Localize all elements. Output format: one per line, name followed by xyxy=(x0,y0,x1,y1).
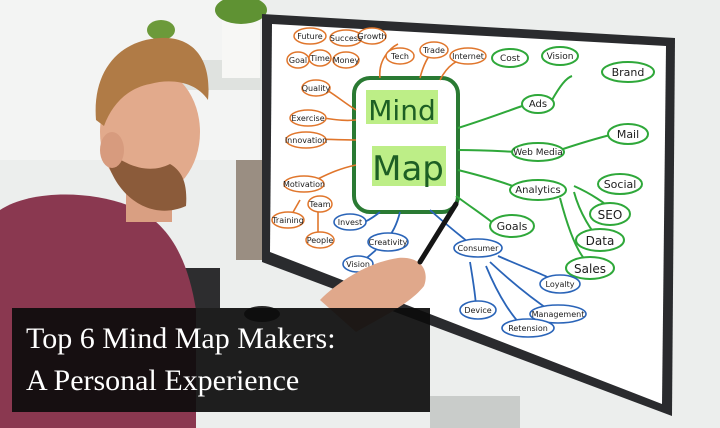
node-vision-blue: Vision xyxy=(346,260,370,269)
beard xyxy=(104,148,187,211)
node-creativity: Creativity xyxy=(369,238,408,247)
stylus-pen xyxy=(417,201,459,265)
monitor-stand xyxy=(430,396,520,428)
node-social: Social xyxy=(604,178,637,191)
caption-title-line-1: Top 6 Mind Map Makers: xyxy=(26,322,336,355)
center-label-mind: Mind xyxy=(368,94,435,127)
plant-right xyxy=(215,0,267,78)
node-data: Data xyxy=(586,234,615,248)
node-trade: Trade xyxy=(422,46,445,55)
node-growth: Growth xyxy=(358,32,387,41)
node-web-media: Web Media xyxy=(513,148,563,158)
caption-banner: Top 6 Mind Map Makers: A Personal Experi… xyxy=(12,308,430,412)
node-invest: Invest xyxy=(338,218,362,227)
green-node-shapes xyxy=(489,46,655,280)
blue-node-shapes xyxy=(333,213,587,338)
node-internet: Internet xyxy=(452,52,484,61)
node-future: Future xyxy=(297,32,323,41)
node-quality: Quality xyxy=(302,84,331,93)
node-seo: SEO xyxy=(598,208,623,222)
node-innovation: Innovation xyxy=(285,136,327,145)
mind-map: Mind Map xyxy=(271,27,655,338)
ear xyxy=(100,132,124,168)
hair xyxy=(95,37,209,126)
center-label-map: Map xyxy=(372,149,444,189)
highlight-map xyxy=(372,146,446,186)
node-ads: Ads xyxy=(529,99,547,110)
node-vision: Vision xyxy=(547,52,574,62)
node-goals: Goals xyxy=(497,220,528,233)
orange-node-shapes xyxy=(271,27,487,249)
node-sales: Sales xyxy=(574,262,606,276)
node-loyalty: Loyalty xyxy=(546,280,575,289)
node-goal: Goal xyxy=(289,56,307,65)
node-money: Money xyxy=(333,56,360,65)
node-retension: Retension xyxy=(508,324,548,333)
node-exercise: Exercise xyxy=(291,114,324,123)
node-cost: Cost xyxy=(500,54,520,64)
node-management: Management xyxy=(532,310,585,319)
highlight-mind xyxy=(366,90,438,124)
node-tech: Tech xyxy=(390,52,409,61)
caption-title-line-2: A Personal Experience xyxy=(26,364,300,397)
node-motivation: Motivation xyxy=(283,180,325,189)
node-training: Training xyxy=(271,216,304,225)
node-team: Team xyxy=(308,200,330,209)
node-consumer: Consumer xyxy=(458,244,500,253)
node-analytics: Analytics xyxy=(515,185,560,196)
node-success: Success xyxy=(330,34,362,43)
node-people: People xyxy=(307,236,334,245)
node-time: Time xyxy=(309,54,330,63)
node-mail: Mail xyxy=(617,128,639,141)
node-brand: Brand xyxy=(612,66,645,79)
node-device: Device xyxy=(464,306,491,315)
